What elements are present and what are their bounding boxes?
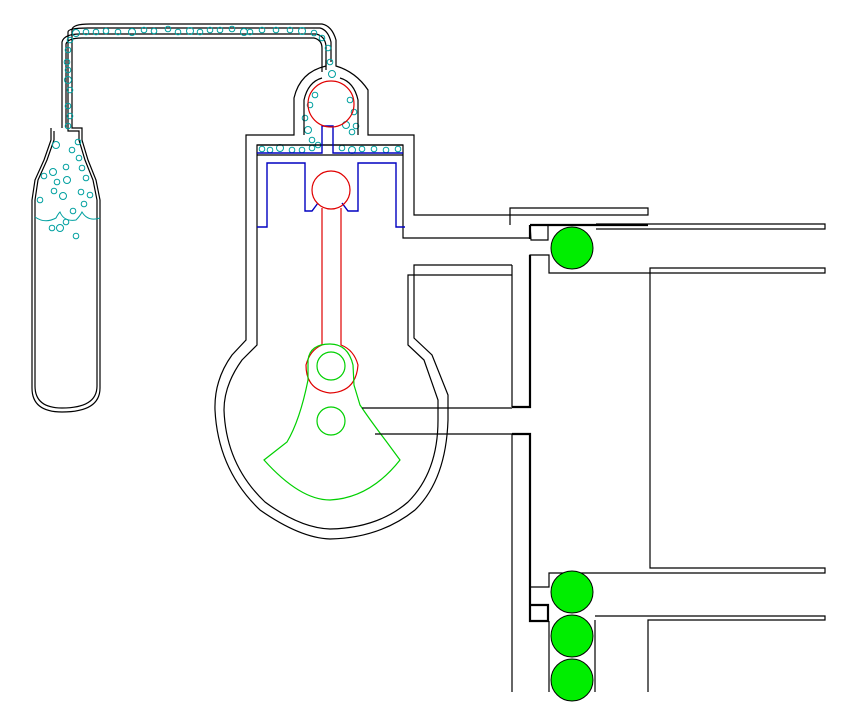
gas-bubble bbox=[382, 146, 390, 154]
gas-bubble bbox=[128, 28, 136, 36]
gas-bubble bbox=[311, 91, 319, 99]
gas-bubble bbox=[62, 163, 70, 171]
gas-bubble bbox=[272, 26, 280, 34]
gas-bubble bbox=[318, 34, 326, 42]
gas-bubble bbox=[352, 122, 360, 130]
ball bbox=[550, 614, 594, 658]
gas-bubble bbox=[186, 27, 194, 35]
gas-bubble bbox=[63, 58, 71, 66]
gas-bubble bbox=[304, 126, 312, 134]
gas-bubble bbox=[82, 174, 90, 182]
gas-bubble bbox=[49, 168, 57, 176]
gas-bubble bbox=[216, 26, 224, 34]
gas-bubble bbox=[246, 28, 254, 36]
gas-bubble bbox=[82, 28, 90, 36]
gas-bubble bbox=[348, 128, 356, 136]
gas-bubble bbox=[394, 145, 402, 153]
gas-bubble bbox=[342, 121, 350, 129]
valve-seat bbox=[257, 125, 405, 228]
ball-channel bbox=[511, 223, 826, 692]
gas-bubble bbox=[298, 27, 306, 35]
gas-bubble bbox=[64, 76, 72, 84]
gas-bubble bbox=[80, 200, 88, 208]
gas-bubble bbox=[324, 44, 332, 52]
ball bbox=[550, 658, 594, 702]
gas-bubble bbox=[75, 154, 83, 162]
gas-bubble bbox=[140, 26, 148, 34]
valve-ball bbox=[307, 80, 355, 128]
gas-bubble bbox=[69, 207, 77, 215]
gas-bubble bbox=[63, 176, 71, 184]
gas-bubble bbox=[286, 26, 294, 34]
gas-bubble bbox=[308, 136, 316, 144]
gas-bubble bbox=[64, 102, 72, 110]
gas-bubble bbox=[174, 28, 182, 36]
output-shaft bbox=[362, 407, 512, 435]
gas-bubble bbox=[72, 232, 80, 240]
gas-bubble bbox=[66, 86, 74, 94]
gas-bubble bbox=[266, 146, 274, 154]
gas-bubble bbox=[102, 27, 110, 35]
gas-bubble bbox=[308, 144, 316, 152]
gas-bubble bbox=[92, 28, 100, 36]
gas-bubble bbox=[298, 146, 306, 154]
gas-bubble bbox=[72, 29, 80, 37]
gas-bubble bbox=[326, 58, 334, 66]
gas-bubble bbox=[228, 25, 236, 33]
gas-bubble bbox=[150, 27, 158, 35]
gas-bubble bbox=[164, 25, 172, 33]
gas-bubble bbox=[114, 28, 122, 36]
gas-bubble bbox=[40, 172, 48, 180]
gas-bubble bbox=[258, 26, 266, 34]
gas-bubbles bbox=[36, 25, 402, 240]
gas-bubble bbox=[64, 46, 72, 54]
gas-bubble bbox=[64, 66, 72, 74]
gas-bubble bbox=[52, 141, 60, 149]
gas-bubble bbox=[77, 188, 85, 196]
gas-bubble bbox=[59, 192, 67, 200]
gas-bubble bbox=[310, 29, 318, 37]
gas-bubble bbox=[358, 145, 366, 153]
gas-bubble bbox=[328, 70, 336, 78]
ball bbox=[550, 570, 594, 614]
gas-bubble bbox=[64, 122, 72, 130]
gas-bubble bbox=[370, 145, 378, 153]
gas-bubble bbox=[56, 224, 64, 232]
gas-bubble bbox=[66, 112, 74, 120]
gas-bubble bbox=[301, 114, 309, 122]
gas-bubble bbox=[68, 146, 76, 154]
gas-bubble bbox=[288, 146, 296, 154]
crank-sector bbox=[263, 343, 401, 501]
gas-bubble bbox=[50, 187, 58, 195]
ball bbox=[550, 226, 594, 270]
gas-bubble bbox=[48, 224, 56, 232]
gas-bubble bbox=[258, 145, 266, 153]
crankcase bbox=[214, 264, 512, 540]
liquid-surface bbox=[34, 210, 101, 222]
gas-bubble bbox=[78, 164, 86, 172]
gas-bubble bbox=[53, 178, 61, 186]
gas-bubble bbox=[36, 196, 44, 204]
gas-bubble bbox=[74, 138, 82, 146]
valve-chamber bbox=[245, 60, 649, 305]
gas-bubble bbox=[338, 144, 346, 152]
piston-rod bbox=[305, 170, 359, 394]
gas-bubble bbox=[66, 36, 74, 44]
balls bbox=[550, 226, 594, 702]
gas-bubble bbox=[196, 28, 204, 36]
gas-bubble bbox=[86, 191, 94, 199]
gas-bubble bbox=[206, 26, 214, 34]
gas-bubble bbox=[346, 96, 354, 104]
gas-bubble bbox=[306, 101, 314, 109]
